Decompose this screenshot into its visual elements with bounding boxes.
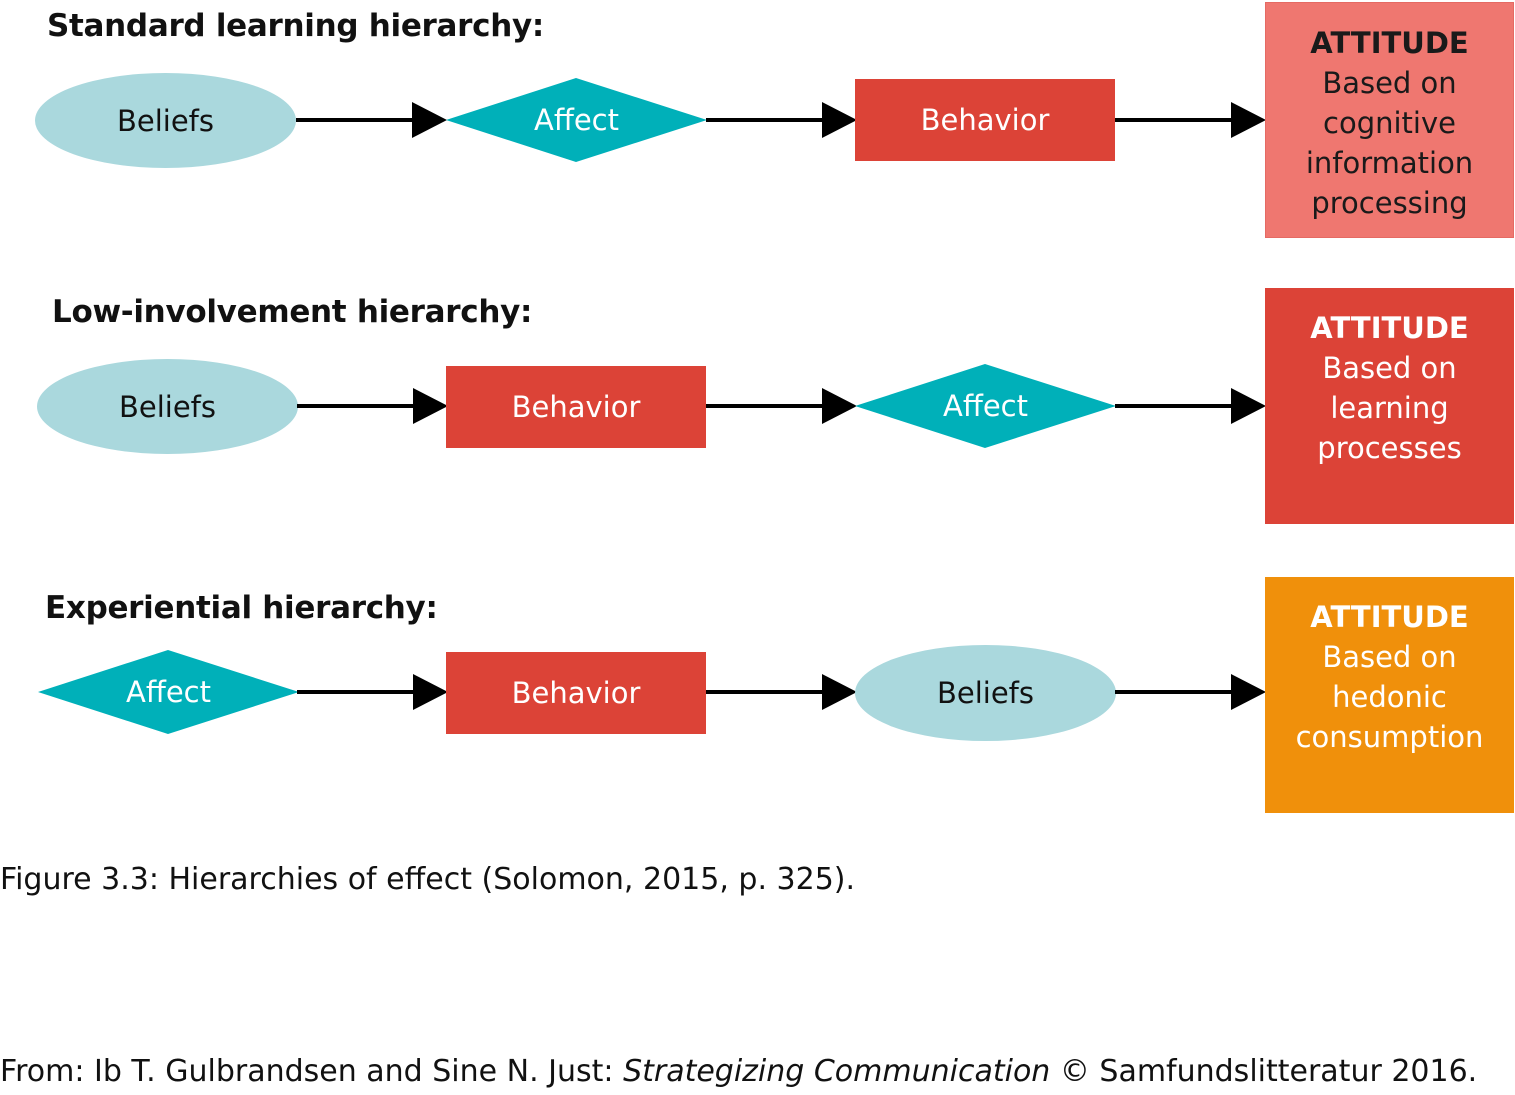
attitude-line: processes — [1317, 431, 1462, 465]
behavior-node: Behavior — [446, 652, 706, 734]
credit-prefix: From: Ib T. Gulbrandsen and Sine N. Just… — [0, 1054, 624, 1089]
attitude-line: cognitive — [1323, 106, 1456, 140]
node-label: Beliefs — [116, 103, 214, 138]
attitude-line: Based on — [1322, 640, 1457, 674]
node-label: Beliefs — [118, 389, 216, 424]
affect-node: Affect — [855, 364, 1116, 448]
node-label: Behavior — [511, 390, 641, 424]
behavior-node: Behavior — [446, 366, 706, 448]
node-label: Affect — [126, 675, 211, 709]
arrow-connector — [1115, 102, 1266, 138]
affect-node: Affect — [38, 650, 299, 734]
credit-suffix: © Samfundslitteratur 2016. — [1050, 1054, 1478, 1089]
source-credit: From: Ib T. Gulbrandsen and Sine N. Just… — [0, 1054, 1477, 1089]
row-title-standard: Standard learning hierarchy: — [47, 8, 544, 44]
beliefs-node: Beliefs — [855, 645, 1116, 741]
node-label: Affect — [943, 389, 1028, 423]
attitude-heading: ATTITUDE — [1310, 26, 1469, 60]
beliefs-node: Beliefs — [37, 359, 298, 454]
attitude-box-hedonic: ATTITUDE Based on hedonic consumption — [1265, 577, 1514, 813]
node-label: Behavior — [920, 103, 1050, 137]
row-title-experiential: Experiential hierarchy: — [45, 590, 438, 626]
node-label: Behavior — [511, 676, 641, 710]
node-label: Affect — [534, 103, 619, 137]
attitude-line: consumption — [1295, 720, 1484, 754]
arrow-connector — [1115, 674, 1266, 710]
attitude-box-cognitive: ATTITUDE Based on cognitive information … — [1265, 2, 1514, 238]
arrow-connector — [296, 102, 447, 138]
arrow-connector — [706, 388, 857, 424]
attitude-line: information — [1305, 146, 1474, 180]
credit-book-title: Strategizing Communication — [623, 1054, 1051, 1089]
behavior-node: Behavior — [855, 79, 1115, 161]
arrow-connector — [297, 388, 448, 424]
beliefs-node: Beliefs — [35, 73, 296, 168]
arrow-connector — [297, 674, 448, 710]
figure-caption: Figure 3.3: Hierarchies of effect (Solom… — [0, 862, 856, 897]
node-label: Beliefs — [936, 676, 1034, 710]
attitude-line: Based on — [1322, 66, 1457, 100]
attitude-heading: ATTITUDE — [1310, 600, 1469, 634]
attitude-line: Based on — [1322, 351, 1457, 385]
attitude-line: learning — [1330, 391, 1449, 425]
arrow-connector — [1115, 388, 1266, 424]
attitude-box-learning: ATTITUDE Based on learning processes — [1265, 288, 1514, 524]
attitude-line: hedonic — [1332, 680, 1447, 714]
row-title-low-involvement: Low-involvement hierarchy: — [52, 294, 533, 330]
arrow-connector — [706, 674, 857, 710]
arrow-connector — [706, 102, 857, 138]
attitude-heading: ATTITUDE — [1310, 311, 1469, 345]
attitude-line: processing — [1311, 186, 1468, 220]
affect-node: Affect — [446, 78, 707, 162]
